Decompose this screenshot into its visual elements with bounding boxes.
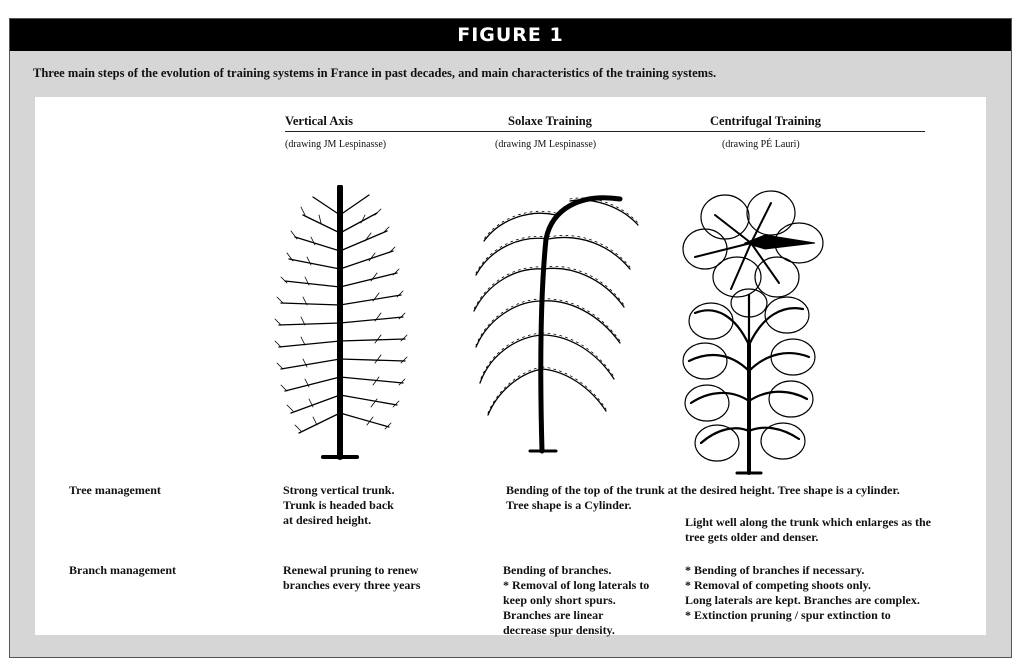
figure-panel: Vertical Axis Solaxe Training Centrifuga… <box>35 97 986 635</box>
text-line: Bending of branches. <box>503 563 649 578</box>
text-line: at desired height. <box>283 513 394 528</box>
text-line: * Extinction pruning / spur extinction t… <box>685 608 920 623</box>
figure-caption: Three main steps of the evolution of tra… <box>33 66 716 81</box>
column-title-centrifugal: Centrifugal Training <box>710 114 821 129</box>
text-line: keep only short spurs. <box>503 593 649 608</box>
text-line: * Removal of competing shoots only. <box>685 578 920 593</box>
credit-vertical-axis: (drawing JM Lespinasse) <box>285 139 386 150</box>
solaxe-tree-management: Tree shape is a Cylinder. <box>506 498 631 513</box>
row-label-branch-management: Branch management <box>69 563 176 578</box>
figure-title-bar: FIGURE 1 <box>10 19 1011 51</box>
vertical-axis-tree-drawing <box>265 185 415 463</box>
text-line: Strong vertical trunk. <box>283 483 394 498</box>
text-line: branches every three years <box>283 578 420 593</box>
centrifugal-tree-management: Light well along the trunk which enlarge… <box>685 515 931 545</box>
column-title-vertical-axis: Vertical Axis <box>285 114 353 129</box>
text-line: Light well along the trunk which enlarge… <box>685 515 931 530</box>
text-line: * Removal of long laterals to <box>503 578 649 593</box>
text-line: Trunk is headed back <box>283 498 394 513</box>
solaxe-branch-management: Bending of branches. * Removal of long l… <box>503 563 649 638</box>
text-line: decrease spur density. <box>503 623 649 638</box>
text-line: Branches are linear <box>503 608 649 623</box>
header-rule <box>285 131 925 132</box>
text-line: Renewal pruning to renew <box>283 563 420 578</box>
figure-title: FIGURE 1 <box>457 24 564 46</box>
text-line: Long laterals are kept. Branches are com… <box>685 593 920 608</box>
column-title-solaxe: Solaxe Training <box>508 114 592 129</box>
credit-centrifugal: (drawing PÉ Lauri) <box>722 139 800 150</box>
vertical-axis-tree-management: Strong vertical trunk. Trunk is headed b… <box>283 483 394 528</box>
centrifugal-branch-management: * Bending of branches if necessary. * Re… <box>685 563 920 623</box>
centrifugal-tree-drawing <box>675 185 825 477</box>
text-line: * Bending of branches if necessary. <box>685 563 920 578</box>
text-line: tree gets older and denser. <box>685 530 931 545</box>
row-label-tree-management: Tree management <box>69 483 161 498</box>
credit-solaxe: (drawing JM Lespinasse) <box>495 139 596 150</box>
figure-frame: FIGURE 1 Three main steps of the evoluti… <box>9 18 1012 658</box>
solaxe-centrifugal-shared-tree-management: Bending of the top of the trunk at the d… <box>506 483 900 498</box>
vertical-axis-branch-management: Renewal pruning to renew branches every … <box>283 563 420 593</box>
solaxe-tree-drawing <box>460 179 650 461</box>
